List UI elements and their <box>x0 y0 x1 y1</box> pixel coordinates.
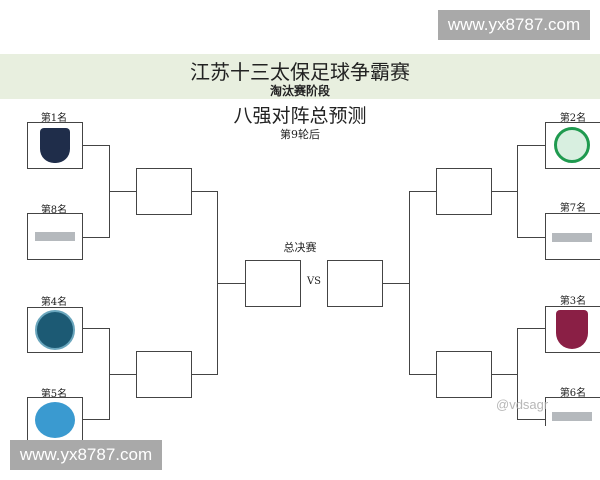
connector <box>383 283 410 285</box>
text-logo-icon <box>552 412 592 421</box>
rank5-label: 第5名 <box>40 389 68 400</box>
bracket-heading: 八强对阵总预测 <box>233 105 367 127</box>
connector <box>192 191 218 193</box>
text-logo-icon <box>552 233 592 242</box>
header-band <box>0 54 600 99</box>
connector <box>109 374 136 376</box>
connector <box>517 237 545 239</box>
watermark-top: www.yx8787.com <box>438 10 590 40</box>
stage-label: 淘汰赛阶段 <box>269 84 330 98</box>
connector <box>192 374 218 376</box>
vs-label: VS <box>306 276 322 287</box>
round-label: 第9轮后 <box>280 128 320 141</box>
final-slot-right[interactable] <box>327 260 383 307</box>
connector <box>517 145 519 238</box>
watermark-corner: @vdsagr <box>496 397 549 412</box>
connector <box>409 374 436 376</box>
connector <box>83 419 110 421</box>
rank3-label: 第3名 <box>559 296 587 307</box>
connector <box>83 328 110 330</box>
rank4-label: 第4名 <box>40 297 68 308</box>
team-box-rank3[interactable] <box>545 306 600 353</box>
connector <box>409 191 411 375</box>
team-box-rank4[interactable] <box>27 307 83 353</box>
rank1-label: 第1名 <box>40 113 68 124</box>
rank6-label: 第6名 <box>559 388 587 399</box>
connector <box>109 191 136 193</box>
team-box-rank5[interactable] <box>27 397 83 444</box>
tournament-title: 江苏十三太保足球争霸赛 <box>190 60 410 84</box>
crop-edge <box>200 426 600 480</box>
team-box-rank1[interactable] <box>27 122 83 169</box>
connector <box>517 328 519 420</box>
connector <box>217 283 245 285</box>
connector <box>517 419 545 421</box>
semifinal-slot-right-top[interactable] <box>436 168 492 215</box>
connector <box>409 191 436 193</box>
connector <box>492 374 518 376</box>
final-slot-left[interactable] <box>245 260 301 307</box>
rank2-label: 第2名 <box>559 113 587 124</box>
connector <box>492 191 518 193</box>
connector <box>517 145 545 147</box>
team-box-rank2[interactable] <box>545 122 600 169</box>
watermark-bottom: www.yx8787.com <box>10 440 162 470</box>
rank7-label: 第7名 <box>559 203 587 214</box>
green-lion-seal-icon <box>554 127 590 163</box>
blue-badge-icon <box>35 402 75 438</box>
semifinal-slot-left-top[interactable] <box>136 168 192 215</box>
connector <box>517 328 545 330</box>
connector <box>83 237 110 239</box>
text-logo-icon <box>35 232 75 241</box>
semifinal-slot-left-bottom[interactable] <box>136 351 192 398</box>
semifinal-slot-right-bottom[interactable] <box>436 351 492 398</box>
rank8-label: 第8名 <box>40 205 68 216</box>
final-label: 总决赛 <box>283 241 317 254</box>
xz-crest-icon <box>35 310 75 350</box>
team-box-rank7[interactable] <box>545 213 600 260</box>
team-box-rank8[interactable] <box>27 213 83 260</box>
connector <box>83 145 110 147</box>
wolf-crest-icon <box>40 128 70 163</box>
maroon-shield-icon <box>556 310 588 349</box>
